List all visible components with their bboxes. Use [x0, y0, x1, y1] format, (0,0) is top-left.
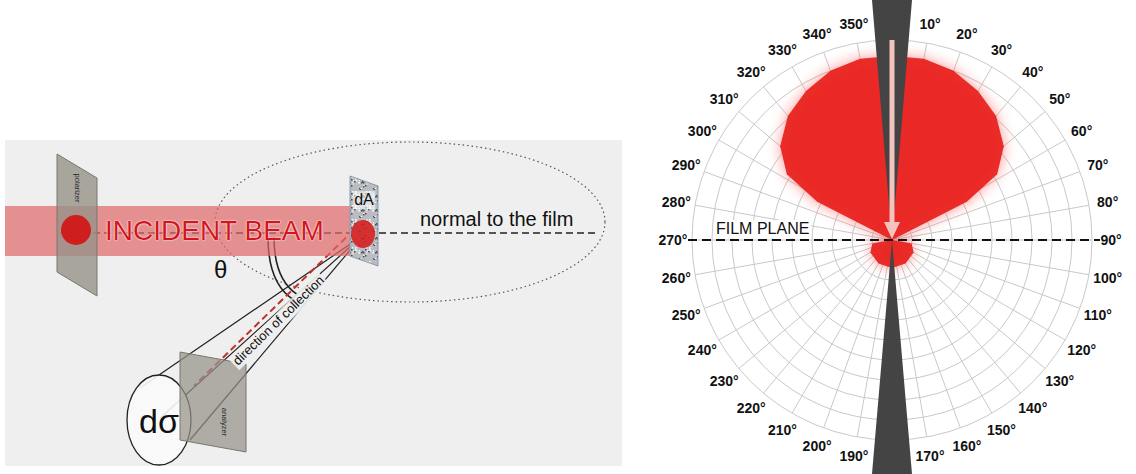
- angle-tick-label: 310°: [710, 91, 739, 107]
- angle-tick-label: 70°: [1087, 157, 1108, 173]
- angle-tick-label: 230°: [710, 373, 739, 389]
- angle-tick-label: 350°: [839, 16, 868, 32]
- angle-tick-label: 160°: [952, 438, 981, 454]
- angle-tick-label: 210°: [768, 422, 797, 438]
- angle-tick-label: 200°: [803, 438, 832, 454]
- angle-tick-label: 100°: [1093, 270, 1122, 286]
- grid-spoke: [892, 40, 893, 240]
- panel-background: [5, 140, 622, 466]
- grid-spoke: [739, 240, 892, 369]
- angle-symbol: θ: [212, 256, 229, 284]
- angle-tick-label: 120°: [1067, 341, 1096, 357]
- node-text: analyzer: [220, 408, 228, 436]
- angle-tick-label: 340°: [803, 26, 832, 42]
- angle-tick-label: 130°: [1045, 373, 1074, 389]
- angle-tick-label: 50°: [1049, 91, 1070, 107]
- angle-tick-label: 280°: [662, 194, 691, 210]
- beam-arrow: [890, 40, 895, 224]
- angle-tick-label: 90°: [1100, 232, 1121, 248]
- angle-tick-label: 110°: [1084, 307, 1112, 323]
- angle-tick-label: 170°: [916, 448, 945, 464]
- node-outline: [55, 150, 99, 300]
- illuminated-spot: [351, 220, 375, 248]
- angle-tick-label: 250°: [672, 307, 701, 323]
- angle-tick-label: 140°: [1018, 400, 1047, 416]
- node-text: dσ: [139, 403, 179, 440]
- angle-tick-label: 220°: [737, 400, 766, 416]
- beam-spot: [61, 215, 91, 245]
- angle-tick-label: 80°: [1097, 194, 1118, 210]
- angle-tick-label: 270°: [659, 232, 688, 248]
- node-text: polarizer: [73, 174, 81, 203]
- angle-tick-label: 260°: [662, 270, 691, 286]
- node-outline: [346, 176, 380, 266]
- grid-spoke: [892, 240, 1065, 340]
- node-text: dA: [353, 191, 375, 209]
- grid-spoke: [892, 240, 1092, 241]
- film-plane-line: [688, 239, 1100, 241]
- grid-spoke: [792, 240, 892, 413]
- polar-plot: [688, 0, 1100, 474]
- angle-tick-label: 30°: [991, 42, 1012, 58]
- angle-tick-label: 190°: [839, 448, 868, 464]
- angle-tick-label: 10°: [919, 16, 940, 32]
- excitation-cone: [872, 0, 912, 240]
- transmission-cone: [872, 240, 912, 474]
- angle-tick-label: 320°: [737, 64, 766, 80]
- plate-shape: [57, 154, 97, 296]
- beam-arrowhead: [884, 222, 900, 239]
- grid-spoke: [704, 240, 892, 308]
- grid-spoke: [695, 240, 892, 275]
- grid-spoke: [892, 240, 1021, 393]
- angle-tick-label: 150°: [987, 422, 1016, 438]
- polarizer-plate: polarizer: [55, 150, 99, 300]
- axis-label: normal to the film: [418, 208, 575, 231]
- angle-tick-label: 240°: [688, 341, 717, 357]
- angle-tick-label: 300°: [688, 122, 717, 138]
- film-sample: dA: [346, 176, 380, 266]
- node-text: INCIDENT BEAM: [105, 216, 324, 247]
- cone-line: [140, 236, 362, 388]
- angle-tick-label: 20°: [956, 26, 977, 42]
- plane-label: FILM PLANE: [714, 220, 811, 238]
- film-shape: [350, 176, 378, 266]
- angle-tick-label: 40°: [1022, 64, 1043, 80]
- angle-tick-label: 290°: [672, 157, 701, 173]
- angle-tick-label: 330°: [768, 42, 797, 58]
- angle-tick-label: 60°: [1071, 122, 1092, 138]
- cone-aperture: [127, 375, 191, 465]
